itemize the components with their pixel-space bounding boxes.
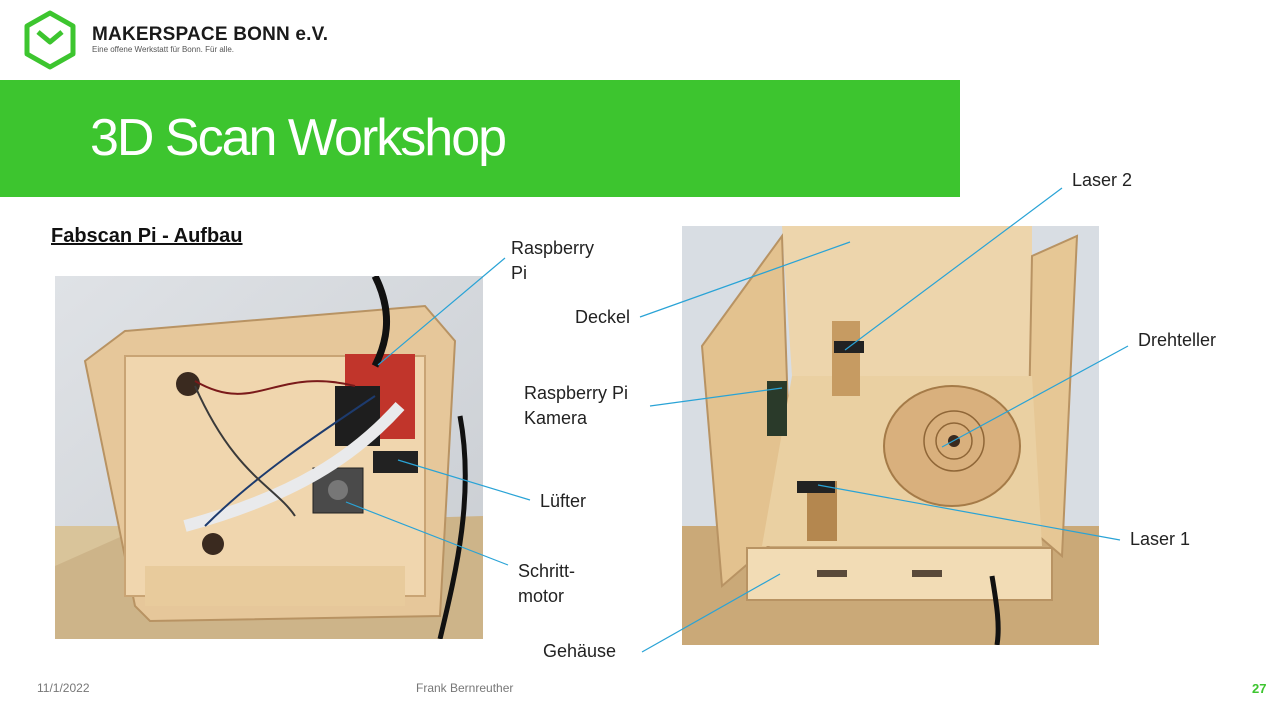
footer-author: Frank Bernreuther xyxy=(416,681,514,695)
slide-title: 3D Scan Workshop xyxy=(90,109,507,167)
fabscan-inside-photo xyxy=(682,226,1099,645)
footer-date: 11/1/2022 xyxy=(37,681,90,695)
makerspace-logo-icon xyxy=(24,10,76,70)
label-schrittmotor: Schritt- motor xyxy=(518,561,576,606)
fabscan-back-photo xyxy=(55,276,483,639)
page-number: 27 xyxy=(1252,681,1267,696)
label-gehaeuse: Gehäuse xyxy=(543,641,617,661)
slide-subtitle: Fabscan Pi - Aufbau xyxy=(51,225,243,247)
label-laser-1: Laser 1 xyxy=(1130,529,1191,549)
title-band xyxy=(0,80,960,197)
label-deckel: Deckel xyxy=(575,307,631,327)
brand-name: MAKERSPACE BONN e.V. xyxy=(92,24,329,45)
label-laser-2: Laser 2 xyxy=(1072,170,1133,190)
label-luefter: Lüfter xyxy=(540,491,587,511)
label-drehteller: Drehteller xyxy=(1138,330,1217,350)
label-raspberry-pi-kamera: Raspberry Pi Kamera xyxy=(524,383,629,428)
brand-tagline: Eine offene Werkstatt für Bonn. Für alle… xyxy=(92,45,234,54)
label-raspberry-pi: Raspberry Pi xyxy=(511,238,595,283)
